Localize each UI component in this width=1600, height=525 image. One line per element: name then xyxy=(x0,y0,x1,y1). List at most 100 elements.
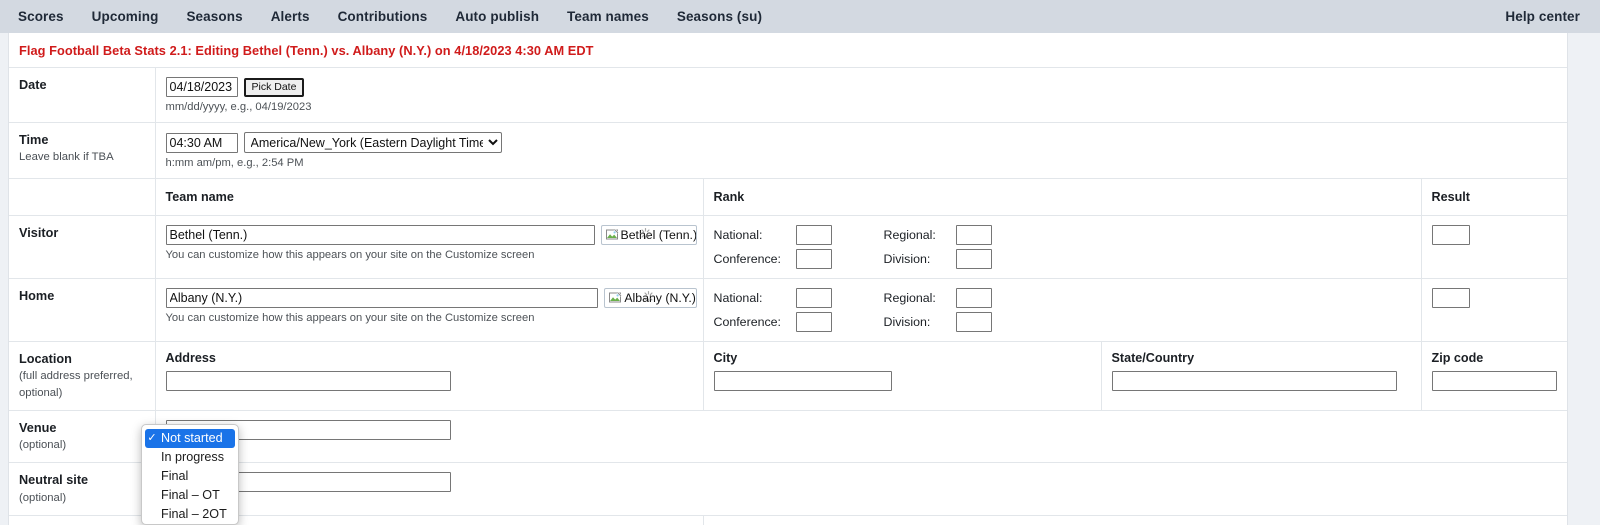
visitor-result-cell xyxy=(1421,216,1567,279)
home-rank-conference-label: Conference: xyxy=(714,315,796,329)
home-rank-cell: National: Regional: Conference: Division… xyxy=(703,279,1421,342)
form-row-venue: Venue (optional) xyxy=(9,410,1567,463)
edit-game-card: Flag Football Beta Stats 2.1: Editing Be… xyxy=(8,33,1568,525)
nav-item-team-names[interactable]: Team names xyxy=(567,9,649,24)
time-label: Time xyxy=(19,132,149,149)
home-logo-broken-image[interactable]: Albany (N.Y.) xyxy=(604,288,696,308)
time-field-cell: America/New_York (Eastern Daylight Time)… xyxy=(155,123,1567,179)
location-address-cell: Address xyxy=(155,342,703,411)
home-rank-national-label: National: xyxy=(714,291,796,305)
status-option-not-started[interactable]: ✓ Not started xyxy=(145,429,235,448)
neutral-site-sublabel: (optional) xyxy=(19,490,149,506)
home-rank-regional-label: Regional: xyxy=(884,291,956,305)
visitor-result-input[interactable] xyxy=(1432,225,1470,245)
date-label-cell: Date xyxy=(9,68,155,123)
nav-items-group: Scores Upcoming Seasons Alerts Contribut… xyxy=(18,9,762,24)
form-row-status: Status Forfeit Visitor: Forfeit Home: xyxy=(9,515,1567,525)
neutral-site-label-cell: Neutral site (optional) xyxy=(9,463,155,516)
top-navigation-bar: Scores Upcoming Seasons Alerts Contribut… xyxy=(0,0,1600,33)
location-sublabel-2: optional) xyxy=(19,385,149,401)
page-title: Flag Football Beta Stats 2.1: Editing Be… xyxy=(9,33,1567,68)
page-body: Flag Football Beta Stats 2.1: Editing Be… xyxy=(0,33,1600,525)
home-rank-division-input[interactable] xyxy=(956,312,992,332)
location-city-cell: City xyxy=(703,342,1101,411)
visitor-customize-hint: You can customize how this appears on yo… xyxy=(166,249,697,261)
date-input[interactable] xyxy=(166,77,238,97)
home-result-cell xyxy=(1421,279,1567,342)
checkmark-icon: ✓ xyxy=(146,429,158,448)
venue-sublabel: (optional) xyxy=(19,437,149,453)
status-option-final-2ot[interactable]: Final – 2OT xyxy=(142,505,238,524)
zip-code-label: Zip code xyxy=(1432,351,1562,365)
status-option-label: Final – 2OT xyxy=(161,505,227,524)
status-dropdown-popup[interactable]: ✓ Not started In progress Final Final – … xyxy=(141,424,239,525)
header-result-cell: Result xyxy=(1421,179,1567,216)
neutral-site-label: Neutral site xyxy=(19,472,149,489)
nav-item-seasons[interactable]: Seasons xyxy=(186,9,242,24)
form-row-neutral-site: Neutral site (optional) xyxy=(9,463,1567,516)
home-result-input[interactable] xyxy=(1432,288,1470,308)
nav-item-help-center[interactable]: Help center xyxy=(1505,9,1580,24)
visitor-rank-conference-label: Conference: xyxy=(714,252,796,266)
visitor-rank-regional-input[interactable] xyxy=(956,225,992,245)
date-field-cell: Pick Date mm/dd/yyyy, e.g., 04/19/2023 xyxy=(155,68,1567,123)
visitor-team-name-cell: Bethel (Tenn.) xyxy=(155,216,703,279)
form-row-visitor: Visitor xyxy=(9,216,1567,279)
status-option-in-progress[interactable]: In progress xyxy=(142,448,238,467)
broken-image-icon xyxy=(605,228,619,242)
status-option-label: Final – OT xyxy=(161,486,220,505)
form-row-column-headers: Team name Rank Result xyxy=(9,179,1567,216)
visitor-team-name-input[interactable] xyxy=(166,225,595,245)
venue-field-cell xyxy=(155,410,1567,463)
visitor-logo-broken-image[interactable]: Bethel (Tenn.) xyxy=(601,225,697,245)
status-option-label: Not started xyxy=(161,429,223,448)
nav-item-alerts[interactable]: Alerts xyxy=(271,9,310,24)
home-team-name-cell: Albany (N.Y.) xyxy=(155,279,703,342)
form-row-time: Time Leave blank if TBA America/New_York… xyxy=(9,123,1567,179)
status-option-final[interactable]: Final xyxy=(142,467,238,486)
address-input[interactable] xyxy=(166,371,451,391)
nav-item-auto-publish[interactable]: Auto publish xyxy=(455,9,539,24)
nav-item-seasons-su[interactable]: Seasons (su) xyxy=(677,9,762,24)
broken-image-icon xyxy=(608,291,622,305)
visitor-rank-national-input[interactable] xyxy=(796,225,832,245)
header-team-name: Team name xyxy=(166,190,234,204)
location-label: Location xyxy=(19,351,149,368)
visitor-rank-regional-label: Regional: xyxy=(884,228,956,242)
form-row-date: Date Pick Date mm/dd/yyyy, e.g., 04/19/2… xyxy=(9,68,1567,123)
status-option-label: Final xyxy=(161,467,188,486)
home-rank-national-input[interactable] xyxy=(796,288,832,308)
status-option-final-ot[interactable]: Final – OT xyxy=(142,486,238,505)
home-team-name-input[interactable] xyxy=(166,288,599,308)
nav-item-upcoming[interactable]: Upcoming xyxy=(92,9,159,24)
nav-item-contributions[interactable]: Contributions xyxy=(338,9,428,24)
city-input[interactable] xyxy=(714,371,892,391)
visitor-label: Visitor xyxy=(19,225,149,242)
status-label-cell: Status xyxy=(9,515,155,525)
timezone-select[interactable]: America/New_York (Eastern Daylight Time) xyxy=(244,132,502,153)
nav-item-scores[interactable]: Scores xyxy=(18,9,64,24)
home-rank-conference-input[interactable] xyxy=(796,312,832,332)
loading-spinner-icon xyxy=(639,227,652,240)
form-row-home: Home xyxy=(9,279,1567,342)
header-result: Result xyxy=(1432,190,1471,204)
header-rank: Rank xyxy=(714,190,745,204)
visitor-label-cell: Visitor xyxy=(9,216,155,279)
time-sublabel: Leave blank if TBA xyxy=(19,149,149,165)
time-format-hint: h:mm am/pm, e.g., 2:54 PM xyxy=(166,157,1562,169)
venue-label: Venue xyxy=(19,420,149,437)
visitor-rank-division-label: Division: xyxy=(884,252,956,266)
state-country-input[interactable] xyxy=(1112,371,1397,391)
time-input[interactable] xyxy=(166,133,238,153)
venue-label-cell: Venue (optional) xyxy=(9,410,155,463)
status-option-label: In progress xyxy=(161,448,224,467)
location-sublabel-1: (full address preferred, xyxy=(19,368,149,384)
pick-date-button[interactable]: Pick Date xyxy=(244,78,305,97)
visitor-logo-alt-text: Bethel (Tenn.) xyxy=(621,228,697,242)
zip-code-input[interactable] xyxy=(1432,371,1557,391)
form-row-location: Location (full address preferred, option… xyxy=(9,342,1567,411)
city-label: City xyxy=(714,351,1095,365)
home-rank-regional-input[interactable] xyxy=(956,288,992,308)
visitor-rank-division-input[interactable] xyxy=(956,249,992,269)
visitor-rank-conference-input[interactable] xyxy=(796,249,832,269)
